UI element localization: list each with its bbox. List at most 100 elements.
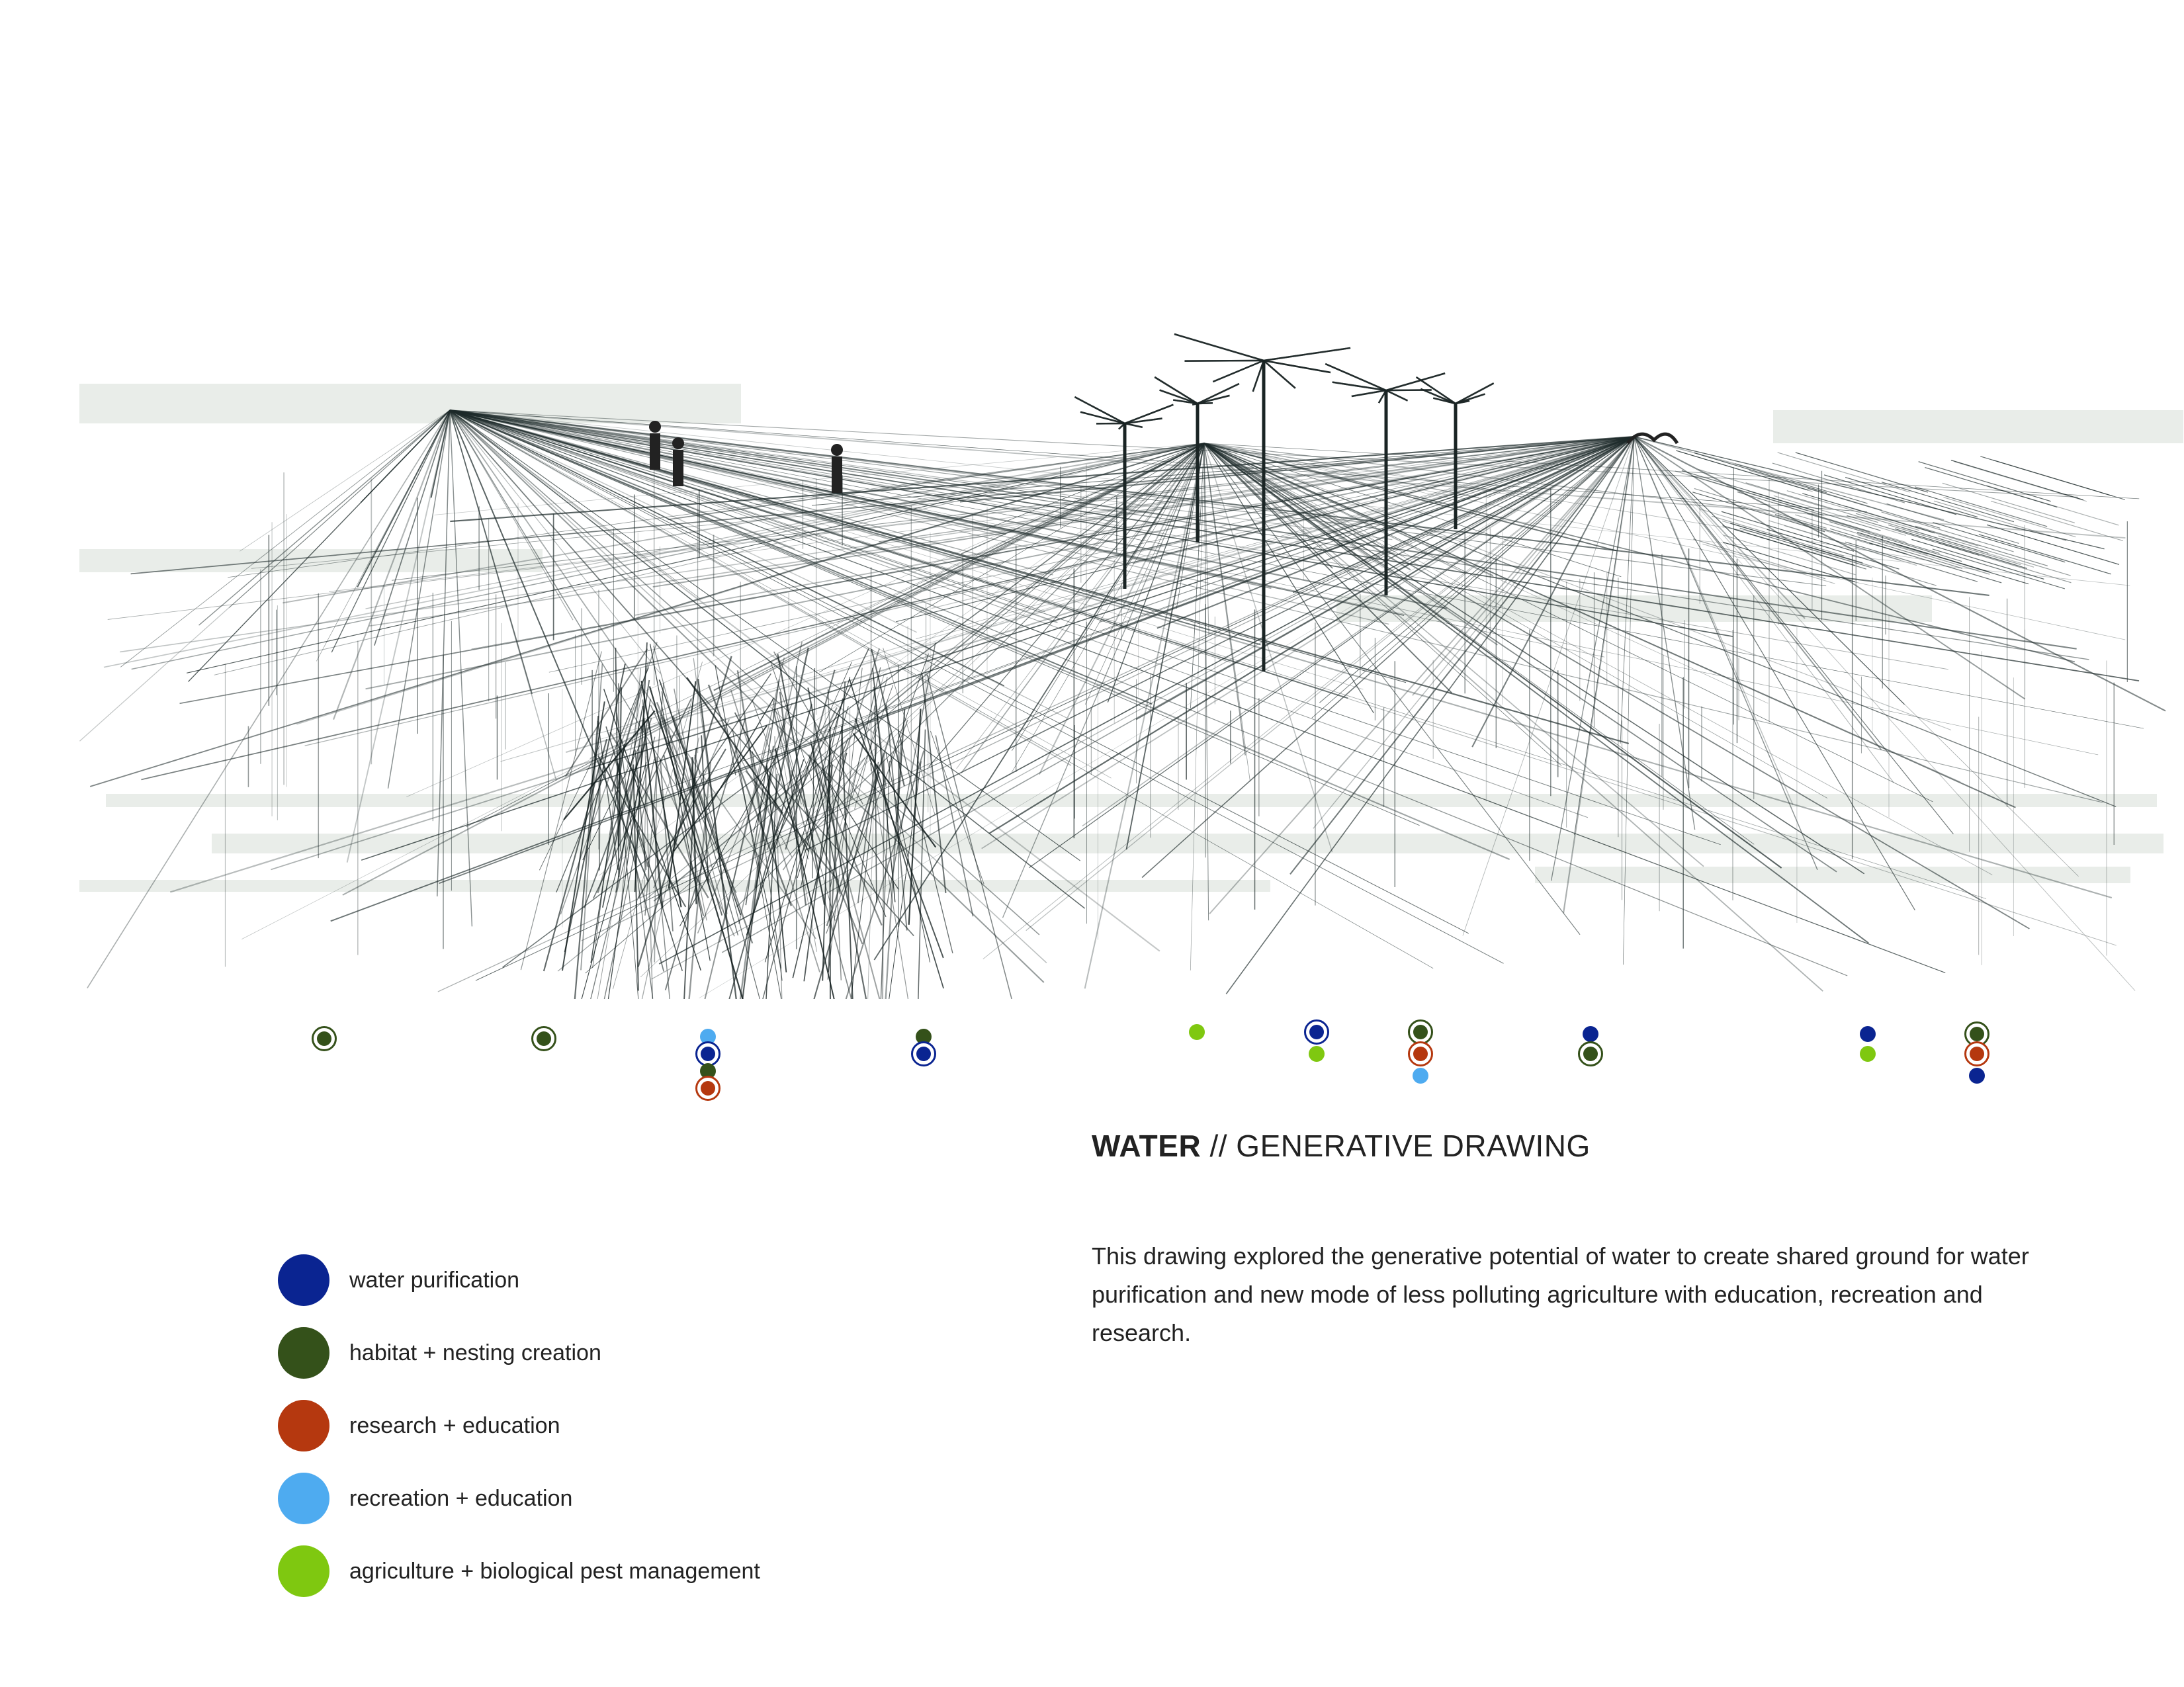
hatch-line xyxy=(707,697,775,810)
platform-line xyxy=(1804,545,1937,586)
water-marker-core xyxy=(701,1047,715,1061)
platform-line xyxy=(1888,524,2021,566)
sketch-line xyxy=(89,443,1205,787)
hatch-line xyxy=(592,740,623,969)
sketch-line xyxy=(1412,436,1635,696)
platform-line xyxy=(1702,543,1835,584)
platform-line xyxy=(1740,505,1873,546)
sketch-line xyxy=(1203,443,2075,663)
hatch-line xyxy=(886,642,936,906)
sketch-line xyxy=(721,436,1635,953)
title-bold: WATER xyxy=(1092,1129,1201,1163)
legend-label-research: research + education xyxy=(349,1412,560,1438)
sketch-line xyxy=(653,443,1205,902)
platform-line xyxy=(1676,450,1809,491)
sketch-line xyxy=(374,410,451,646)
hatch-line xyxy=(605,726,683,971)
sketch-line xyxy=(586,436,1635,770)
sketch-line xyxy=(613,443,1205,735)
platform-line xyxy=(1978,534,2112,575)
sketch-line xyxy=(1634,436,1806,619)
sketch-line xyxy=(449,410,1058,623)
hatch-line xyxy=(812,668,816,879)
water-marker-dot xyxy=(1860,1026,1876,1042)
sketch-line xyxy=(651,436,1635,980)
water-marker-dot xyxy=(1583,1026,1598,1042)
hatch-line xyxy=(602,705,644,908)
hatch-line xyxy=(650,705,737,893)
sketch-line xyxy=(346,410,451,863)
platform-line xyxy=(1950,460,2084,501)
hatch-line xyxy=(814,760,899,890)
sketch-line xyxy=(1620,436,1635,744)
palm-frond xyxy=(1351,389,1387,398)
platform-line xyxy=(1739,527,1872,568)
sketch-line xyxy=(1203,443,1383,568)
sketch-line xyxy=(1132,436,1635,564)
hatch-line xyxy=(621,668,642,908)
hatch-line xyxy=(754,647,809,888)
platform-line xyxy=(1933,500,2067,541)
sketch-line xyxy=(449,410,557,781)
hatch-line xyxy=(782,757,865,871)
hatch-line xyxy=(889,761,922,999)
hatch-line xyxy=(715,665,736,775)
sketch-line xyxy=(449,410,1867,513)
hatch-line xyxy=(779,691,807,906)
palm-frond xyxy=(1080,411,1125,425)
platform-line xyxy=(1823,474,1957,515)
palm-frond xyxy=(1263,347,1351,362)
sketch-line xyxy=(240,410,451,552)
sketch-line xyxy=(449,410,1094,501)
hatch-line xyxy=(926,674,1012,999)
sketch-line xyxy=(449,410,1721,845)
sketch-line xyxy=(449,410,1153,705)
hatch-line xyxy=(661,691,707,921)
sketch-canvas xyxy=(79,333,2183,999)
sketch-line xyxy=(1634,436,1743,566)
palm-frond xyxy=(1212,359,1264,383)
hatch-line xyxy=(728,704,812,999)
sketch-line xyxy=(1203,443,1453,694)
sketch-line xyxy=(449,410,1389,625)
platform-line xyxy=(1932,548,2066,589)
hatch-line xyxy=(851,685,894,800)
description: This drawing explored the generative pot… xyxy=(1092,1242,2029,1346)
sketch-line xyxy=(449,410,1099,549)
sketch-line xyxy=(1203,443,1333,853)
palm-frond xyxy=(1118,423,1125,430)
sketch-line xyxy=(449,410,1005,687)
hatch-line xyxy=(800,698,844,888)
sketch-line xyxy=(430,410,451,498)
sketch-line xyxy=(1203,443,1479,498)
sketch-line xyxy=(449,410,1086,909)
sketch-line xyxy=(1292,436,1635,593)
sketch-line xyxy=(449,410,1434,969)
sketch-line xyxy=(449,410,2099,756)
platform-line xyxy=(1857,534,1990,575)
research-marker-dot xyxy=(1408,1041,1433,1066)
sketch-line xyxy=(961,443,1205,555)
sketch-line xyxy=(186,443,1205,673)
sketch-line xyxy=(1082,436,1635,827)
sketch-line xyxy=(283,443,1205,604)
platform-line xyxy=(1990,500,2124,541)
person-figure xyxy=(832,456,842,493)
sketch-line xyxy=(1289,436,1635,875)
hatch-line xyxy=(637,748,726,899)
platform-line xyxy=(1894,528,2028,569)
platform-line xyxy=(1722,542,1856,583)
hatch-line xyxy=(574,715,599,999)
hatch-line xyxy=(561,701,605,971)
sketch-line xyxy=(449,410,2103,803)
habitat-marker-dot xyxy=(1578,1041,1603,1066)
hatch-line xyxy=(854,718,944,959)
hatch-line xyxy=(686,677,784,814)
sketch-line xyxy=(1203,443,1457,501)
sketch-line xyxy=(956,443,1205,769)
sketch-line xyxy=(1157,436,1635,629)
platform-line xyxy=(1735,463,1868,504)
sketch-line xyxy=(357,410,451,587)
hatch-line xyxy=(746,759,805,935)
title-rest: // GENERATIVE DRAWING xyxy=(1201,1129,1591,1163)
